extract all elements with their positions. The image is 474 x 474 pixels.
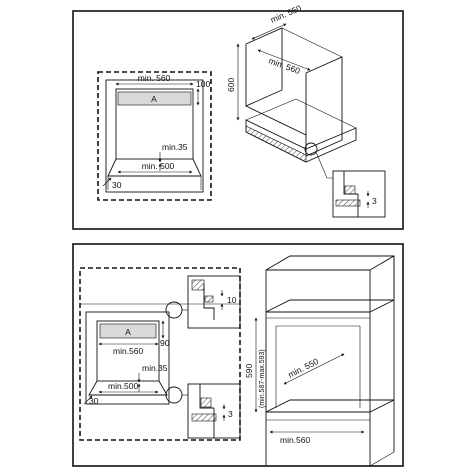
bottom-front-view: A min.560 90 min.35 min.500 30	[79, 267, 241, 441]
bottom-panel: A min.560 90 min.35 min.500 30	[72, 243, 404, 467]
bottom-area-label: A	[125, 327, 131, 337]
top-iso-view: min. 550 min. 560 600	[226, 3, 357, 179]
top-ventilation-area	[117, 91, 192, 106]
bottom-detail-top: 10	[187, 275, 241, 329]
top-iso-width: min. 560	[267, 55, 301, 76]
top-front-view: A min. 560 100 min.35 min. 500 30	[97, 71, 212, 201]
top-min-width: min. 560	[138, 73, 171, 83]
bottom-panel-frame	[72, 243, 404, 467]
bottom-detail-top-gap: 10	[227, 295, 237, 305]
top-corner: 30	[112, 180, 122, 190]
bottom-cabinet-outline	[79, 267, 241, 441]
top-iso-height: 600	[226, 78, 236, 92]
top-detail: 3	[332, 170, 386, 218]
bottom-detail-marker-top	[165, 301, 183, 319]
top-floor	[107, 158, 202, 177]
bottom-floor	[88, 380, 168, 396]
bottom-iso-width: min.560	[280, 435, 311, 445]
bottom-iso-range: (min.587-max.593)	[259, 349, 266, 408]
top-panel: A min. 560 100 min.35 min. 500 30	[72, 3, 404, 230]
top-min-depth-gap: min.35	[162, 142, 188, 152]
bottom-detail-top-frame	[187, 275, 241, 329]
top-detail-marker	[304, 142, 318, 156]
bottom-detail-marker-bottom	[165, 386, 183, 404]
bottom-corner: 30	[89, 396, 99, 406]
bottom-iso-height: 590	[244, 364, 254, 378]
top-iso-depth: min. 550	[269, 3, 303, 25]
top-panel-frame	[72, 10, 404, 230]
top-area-label: A	[151, 94, 157, 104]
bottom-min-depth-gap: min.35	[142, 363, 168, 373]
top-opening-inner	[115, 88, 194, 160]
top-opening-outer	[105, 79, 204, 193]
bottom-min-inner: min.500	[108, 381, 139, 391]
bottom-gap-top: 90	[160, 338, 170, 348]
top-cabinet-outline	[97, 71, 212, 201]
bottom-ventilation-area	[99, 323, 157, 339]
bottom-iso-view: 590 (min.587-max.593) min. 550 min.560	[244, 255, 395, 467]
bottom-iso-depth: min. 550	[286, 356, 320, 380]
top-min-inner: min. 500	[142, 161, 175, 171]
top-gap-top: 100	[196, 79, 210, 89]
top-detail-frame	[332, 170, 386, 218]
bottom-min-width: min.560	[113, 346, 144, 356]
bottom-opening-outer	[85, 311, 170, 405]
top-detail-gap: 3	[372, 196, 377, 206]
bottom-detail-bottom: 3	[187, 383, 241, 439]
top-iso-right-wall	[305, 56, 343, 157]
bottom-opening-inner	[96, 320, 160, 382]
bottom-detail-bottom-gap: 3	[228, 409, 233, 419]
